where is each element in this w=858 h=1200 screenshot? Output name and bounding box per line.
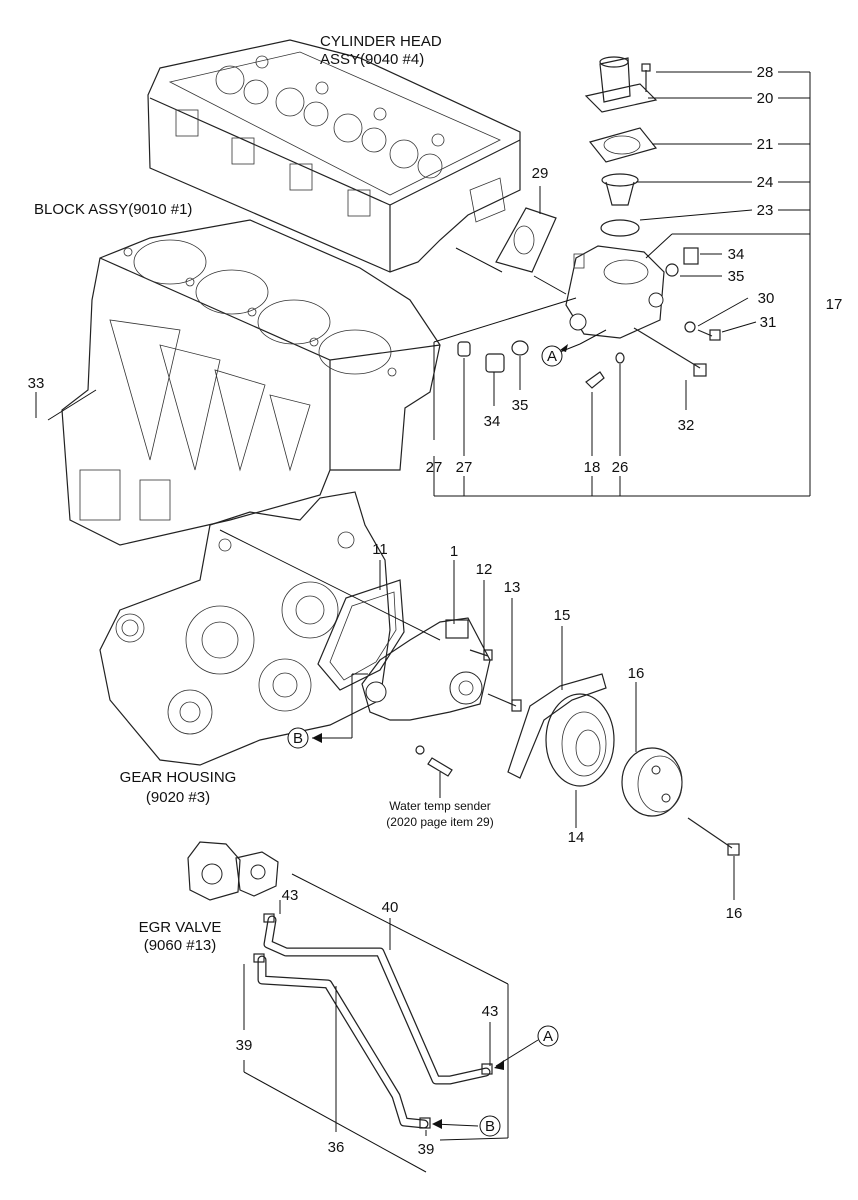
- callout-16-bolt: 16: [726, 905, 743, 922]
- callout-34-upper: 34: [728, 246, 745, 263]
- gear-housing-drawing: [99, 491, 391, 766]
- reference-circle-a-bottom: A: [537, 1025, 559, 1047]
- callout-43-lower: 43: [482, 1003, 499, 1020]
- thermostat-housing-group: [457, 56, 721, 389]
- reference-circle-a-top: A: [541, 345, 563, 367]
- ref-b-top: B: [293, 730, 303, 747]
- callout-36: 36: [328, 1139, 345, 1156]
- callout-32: 32: [678, 417, 695, 434]
- callout-40: 40: [382, 899, 399, 916]
- callout-27-right: 27: [456, 459, 473, 476]
- water-pump-group: [317, 579, 740, 856]
- egr-valve-drawing: [187, 841, 279, 901]
- callout-29: 29: [532, 165, 549, 182]
- part-callouts: 28 20 21 24 23 17 34 35 30 31 29 34 35 3…: [28, 64, 843, 1158]
- ref-a-bottom: A: [543, 1028, 553, 1045]
- block-caption: BLOCK ASSY(9010 #1): [34, 201, 192, 218]
- callout-13: 13: [504, 579, 521, 596]
- callout-33: 33: [28, 375, 45, 392]
- coolant-pipes: [253, 913, 493, 1129]
- cylinder-block-drawing: [61, 219, 441, 546]
- callout-11: 11: [372, 541, 388, 558]
- callout-20: 20: [757, 90, 774, 107]
- callout-1: 1: [450, 543, 458, 560]
- cylinder-head-drawing: [147, 39, 521, 273]
- callout-14: 14: [568, 829, 585, 846]
- callout-26: 26: [612, 459, 629, 476]
- ref-a-top: A: [547, 348, 557, 365]
- callout-39-bottom: 39: [418, 1141, 435, 1158]
- callout-24: 24: [757, 174, 774, 191]
- gear-housing-caption-line1: GEAR HOUSING: [120, 769, 237, 786]
- callout-21: 21: [757, 136, 774, 153]
- callout-17: 17: [826, 296, 843, 313]
- cylinder-head-caption-line2: ASSY(9040 #4): [320, 51, 424, 68]
- callout-15: 15: [554, 607, 571, 624]
- gear-housing-caption-line2: (9020 #3): [146, 789, 210, 806]
- callout-30: 30: [758, 290, 775, 307]
- reference-circle-b-top: B: [287, 727, 309, 749]
- callout-23: 23: [757, 202, 774, 219]
- ref-b-bottom: B: [485, 1118, 495, 1135]
- callout-16-hub: 16: [628, 665, 645, 682]
- callout-27-left: 27: [426, 459, 443, 476]
- callout-35-upper: 35: [728, 268, 745, 285]
- callout-43-upper: 43: [282, 887, 299, 904]
- cylinder-head-caption-line1: CYLINDER HEAD: [320, 33, 442, 50]
- callout-12: 12: [476, 561, 493, 578]
- egr-valve-caption-line2: (9060 #13): [144, 937, 217, 954]
- callout-31: 31: [760, 314, 777, 331]
- egr-valve-caption-line1: EGR VALVE: [139, 919, 222, 936]
- callout-28: 28: [757, 64, 774, 81]
- water-temp-sender-caption-line1: Water temp sender: [389, 799, 491, 813]
- callout-35-lower: 35: [512, 397, 529, 414]
- callout-34-lower: 34: [484, 413, 501, 430]
- reference-circle-b-bottom: B: [479, 1115, 501, 1137]
- callout-18: 18: [584, 459, 601, 476]
- water-temp-sender-caption-line2: (2020 page item 29): [386, 815, 493, 829]
- callout-39-left: 39: [236, 1037, 253, 1054]
- leader-lines: [35, 71, 811, 1173]
